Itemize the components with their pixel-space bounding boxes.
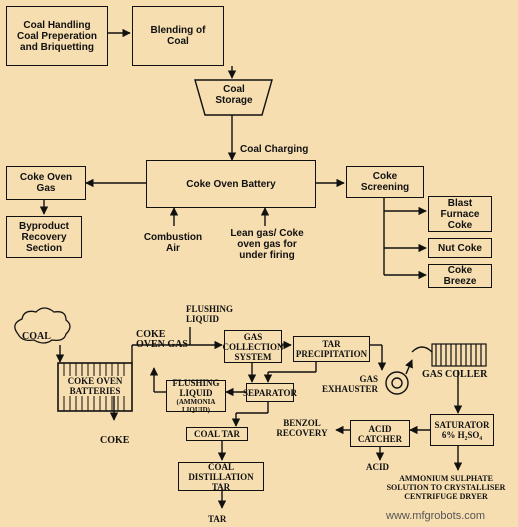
watermark: www.mfgrobots.com [386, 510, 486, 522]
coal-charging-label: Coal Charging [240, 144, 309, 155]
nut-coke-box: Nut Coke [428, 238, 492, 258]
ammonia-liquid-label: (AMMONIA LIQUID) [176, 398, 216, 414]
separator-box: SEPARATOR [243, 383, 297, 402]
flushing-liquid-box: FLUSHING LIQUID (AMMONIA LIQUID) [166, 378, 226, 414]
flushing-liquid-box-label: FLUSHING LIQUID [172, 378, 220, 398]
gas-collection-box: GAS COLLECTION SYSTEM [222, 330, 284, 363]
coke-breeze-box: Coke Breeze [428, 264, 492, 288]
byproduct-recovery-box: Byproduct Recovery Section [6, 216, 82, 258]
ammonium-sulphate-label: AMMONIUM SULPHATE SOLUTION TO CRYSTALLIS… [386, 474, 506, 501]
coal-storage-label: Coal Storage [215, 84, 253, 106]
coal-handling-box: Coal Handling Coal Preperation and Briqu… [6, 6, 108, 66]
combustion-air-label: Combustion Air [143, 232, 203, 254]
coke-oven-gas-box: Coke Oven Gas [6, 166, 86, 200]
acid-catcher-box: ACID CATCHER [350, 420, 410, 447]
saturator-box: SATURATOR 6% H₂SO₄ [430, 414, 494, 446]
coke-screening-box: Coke Screening [346, 166, 424, 198]
flushing-liquid-top-label: FLUSHING LIQUID [186, 304, 234, 324]
coke-oven-batteries-label: COKE OVEN BATTERIES [62, 376, 128, 396]
tar-precipitation-box: TAR PRECIPITATION [293, 336, 370, 362]
gas-coller-label: GAS COLLER [422, 369, 488, 380]
blast-furnace-coke-box: Blast Furnace Coke [428, 196, 492, 232]
tar-output-label: TAR [208, 514, 227, 524]
benzol-recovery-label: BENZOL RECOVERY [276, 418, 328, 438]
coke-oven-gas-label: COKE OVEN GAS [136, 329, 188, 350]
coal-label: COAL [22, 331, 51, 342]
coal-tar-box: COAL TAR [186, 427, 248, 441]
acid-label: ACID [366, 462, 390, 472]
coke-output-label: COKE [100, 435, 130, 446]
blending-box: Blending of Coal [132, 6, 224, 66]
lean-gas-label: Lean gas/ Coke oven gas for under firing [230, 228, 304, 261]
coke-oven-battery-box: Coke Oven Battery [146, 160, 316, 208]
coal-distillation-box: COAL DISTILLATION TAR [178, 462, 264, 492]
gas-exhauster-label: GAS EXHAUSTER [322, 374, 379, 394]
